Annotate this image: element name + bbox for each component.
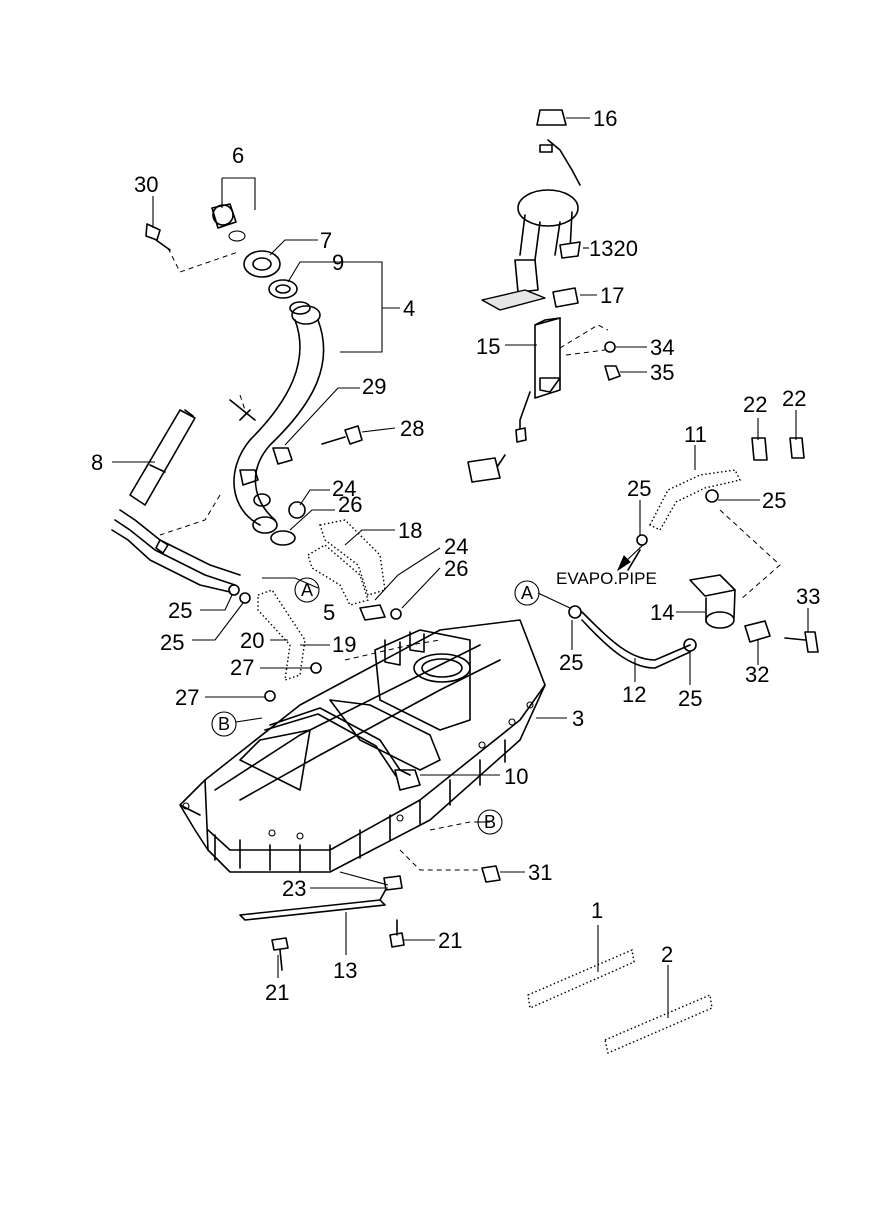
reference-marker-a-right: A bbox=[514, 580, 540, 606]
evapo-arrow bbox=[616, 544, 644, 572]
callout-25-e: 25 bbox=[559, 650, 583, 675]
callout-8: 8 bbox=[91, 450, 103, 475]
callout-22-b: 22 bbox=[782, 386, 806, 411]
marker-label: A bbox=[521, 583, 533, 603]
callout-27-b: 27 bbox=[175, 685, 199, 710]
callouts: 6 30 7 9 4 29 28 8 24 26 18 24 26 5 25 2… bbox=[91, 106, 820, 1005]
callout-21-right: 21 bbox=[438, 928, 462, 953]
callout-2: 2 bbox=[661, 942, 673, 967]
callout-7: 7 bbox=[320, 228, 332, 253]
callout-1320: 1320 bbox=[589, 236, 638, 261]
reference-marker-b-left: B bbox=[211, 711, 237, 737]
leader-lines bbox=[112, 117, 809, 1018]
callout-22-a: 22 bbox=[743, 392, 767, 417]
callout-30: 30 bbox=[134, 172, 158, 197]
callout-35: 35 bbox=[650, 360, 674, 385]
callout-12: 12 bbox=[622, 682, 646, 707]
callout-4: 4 bbox=[403, 296, 415, 321]
callout-3: 3 bbox=[572, 706, 584, 731]
callout-25-d: 25 bbox=[762, 488, 786, 513]
evapo-pipe-note: EVAPO.PIPE bbox=[556, 569, 657, 588]
callout-10: 10 bbox=[504, 764, 528, 789]
marker-label: B bbox=[484, 812, 496, 832]
marker-label: B bbox=[218, 714, 230, 734]
reference-marker-b-right: B bbox=[477, 809, 503, 835]
fuel-cap bbox=[145, 203, 298, 299]
dashed-connections bbox=[159, 247, 781, 871]
filler-neck bbox=[229, 301, 325, 534]
vapor-pipe bbox=[111, 409, 241, 593]
callout-11: 11 bbox=[684, 422, 707, 447]
fuel-pump bbox=[467, 109, 621, 483]
callout-5: 5 bbox=[323, 600, 335, 625]
fuel-tank bbox=[179, 619, 546, 873]
reference-marker-a-left: A bbox=[294, 577, 320, 603]
callout-31: 31 bbox=[528, 860, 552, 885]
callout-16: 16 bbox=[593, 106, 617, 131]
callout-33: 33 bbox=[796, 584, 820, 609]
callout-26-right: 26 bbox=[444, 556, 468, 581]
callout-25-c: 25 bbox=[627, 476, 651, 501]
callout-13: 13 bbox=[333, 958, 357, 983]
callout-34: 34 bbox=[650, 335, 674, 360]
callout-1: 1 bbox=[591, 898, 603, 923]
tank-straps bbox=[239, 865, 501, 971]
marker-label: A bbox=[301, 580, 313, 600]
callout-27-a: 27 bbox=[230, 655, 254, 680]
insulation-strips bbox=[527, 949, 713, 1054]
evap-system bbox=[568, 437, 819, 669]
callout-26-left: 26 bbox=[338, 492, 362, 517]
callout-24-right: 24 bbox=[444, 534, 468, 559]
callout-32: 32 bbox=[745, 662, 769, 687]
callout-20: 20 bbox=[240, 628, 264, 653]
callout-24-left: 24 bbox=[332, 476, 356, 501]
callout-14: 14 bbox=[650, 600, 674, 625]
callout-25-a: 25 bbox=[168, 598, 192, 623]
callout-18: 18 bbox=[398, 518, 422, 543]
hoses bbox=[228, 501, 402, 702]
callout-9: 9 bbox=[332, 250, 344, 275]
callout-25-b: 25 bbox=[160, 630, 184, 655]
callout-21-left: 21 bbox=[265, 980, 289, 1005]
callout-15: 15 bbox=[476, 334, 500, 359]
callout-6: 6 bbox=[232, 143, 244, 168]
callout-17: 17 bbox=[600, 283, 624, 308]
callout-19: 19 bbox=[332, 632, 356, 657]
fasteners-top bbox=[272, 425, 363, 465]
callout-28: 28 bbox=[400, 416, 424, 441]
callout-29: 29 bbox=[362, 374, 386, 399]
callout-25-f: 25 bbox=[678, 686, 702, 711]
callout-23: 23 bbox=[282, 876, 306, 901]
